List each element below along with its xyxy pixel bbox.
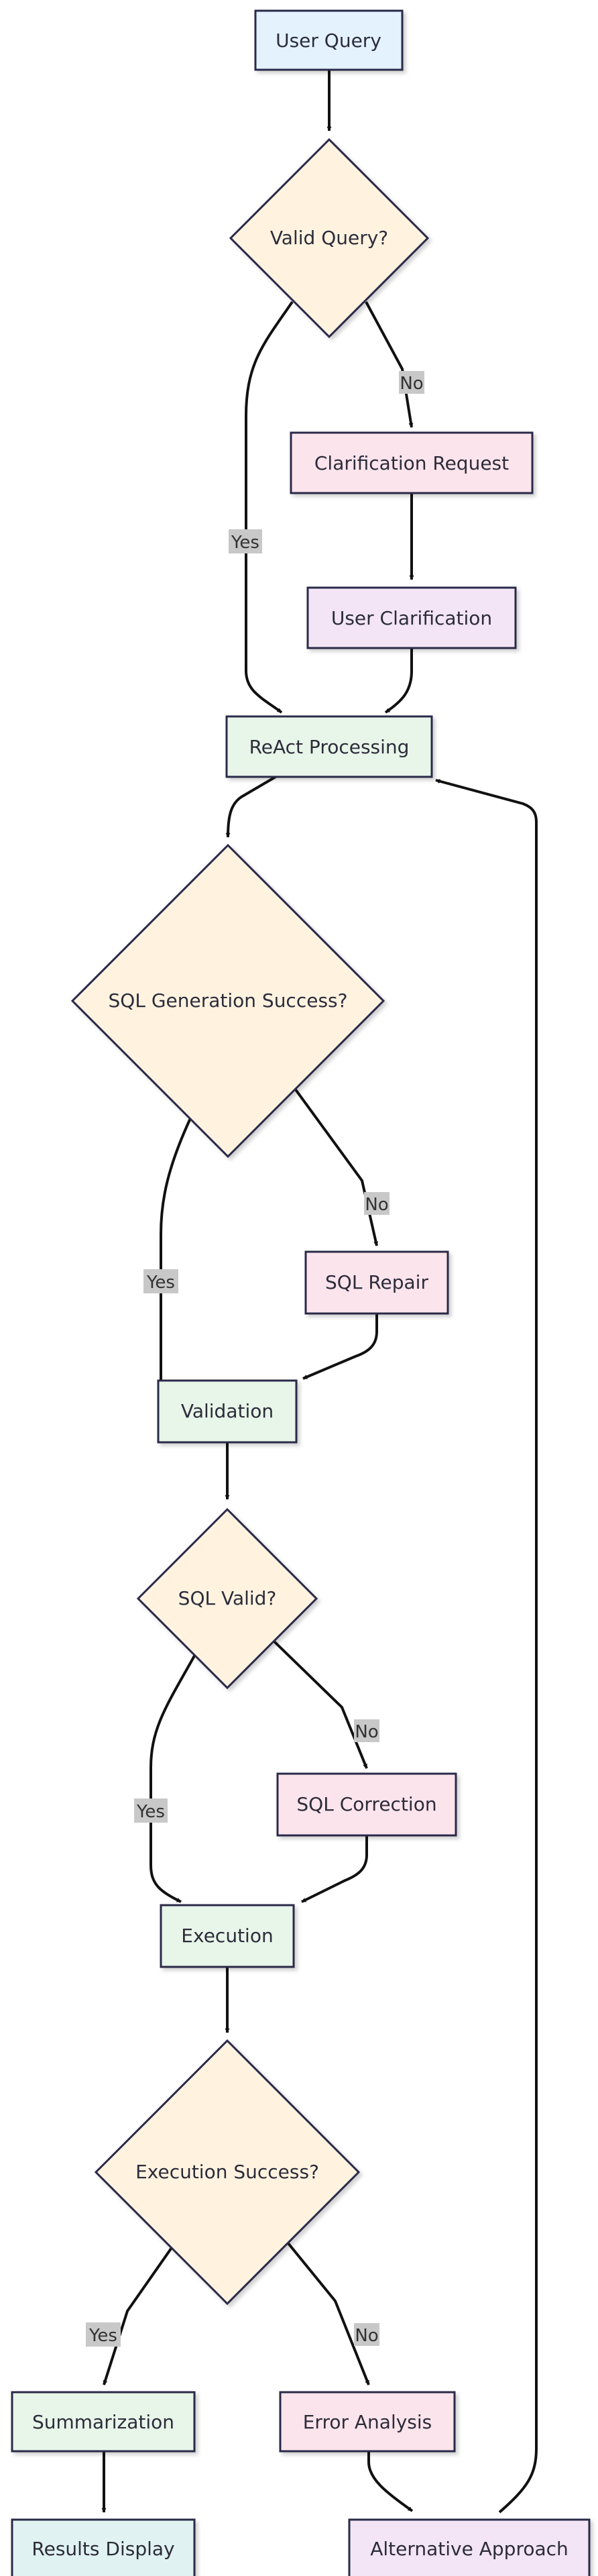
edge-sql-repair-to-validation <box>302 1312 378 1380</box>
node-label: Execution <box>181 1925 273 1947</box>
edge-label-text: Yes <box>146 1273 175 1293</box>
decision-valid-query[interactable]: Valid Query? <box>229 138 430 339</box>
edge-react-to-sql-generation <box>225 773 282 838</box>
node-alternative-approach[interactable]: Alternative Approach <box>348 2518 591 2576</box>
edge-execution-success-no-to-error-analysis <box>284 2238 370 2385</box>
node-error-analysis[interactable]: Error Analysis <box>279 2391 456 2453</box>
node-user-query[interactable]: User Query <box>254 9 404 71</box>
edge-label-text: No <box>355 2326 378 2346</box>
edge-valid-query-to-clarification <box>365 301 414 428</box>
edge-sql-valid-yes-to-execution <box>150 1652 198 1903</box>
edge-label-text: Yes <box>88 2326 117 2346</box>
edge-sql-generation-no-to-repair <box>294 1087 379 1246</box>
node-react-processing[interactable]: ReAct Processing <box>225 715 433 778</box>
edge-error-analysis-to-alternative-approach <box>367 2449 414 2512</box>
node-label: Clarification Request <box>314 452 509 474</box>
decision-sql-generation-success[interactable]: SQL Generation Success? <box>70 843 385 1159</box>
node-label: Execution Success? <box>135 2161 319 2183</box>
node-execution[interactable]: Execution <box>160 1904 295 1968</box>
node-label: User Query <box>276 30 381 52</box>
nodes: User Query Valid Query? Clarification Re… <box>11 9 591 2576</box>
edge-label-sql-valid-no: No <box>354 1719 379 1742</box>
node-label: Error Analysis <box>303 2411 432 2433</box>
decision-execution-success[interactable]: Execution Success? <box>94 2039 361 2306</box>
edges <box>101 56 538 2514</box>
node-label: ReAct Processing <box>249 736 410 758</box>
decision-sql-valid[interactable]: SQL Valid? <box>136 1507 318 1690</box>
node-clarification-request[interactable]: Clarification Request <box>290 431 534 494</box>
edge-label-execution-no: No <box>354 2323 379 2346</box>
edge-alternative-approach-loop-to-react <box>435 779 538 2514</box>
edge-label-text: No <box>365 1195 388 1215</box>
node-label: Alternative Approach <box>370 2538 569 2560</box>
node-label: SQL Correction <box>296 1793 436 1815</box>
edge-label-valid-query-yes: Yes <box>229 529 262 553</box>
node-label: SQL Generation Success? <box>109 989 348 1012</box>
edge-sql-correction-to-execution <box>301 1833 368 1903</box>
node-label: SQL Repair <box>325 1271 428 1293</box>
edge-label-sql-generation-yes: Yes <box>143 1269 178 1293</box>
edge-user-clarification-to-react <box>384 645 413 714</box>
node-results-display[interactable]: Results Display <box>11 2518 196 2576</box>
node-label: Results Display <box>32 2538 174 2560</box>
edge-valid-query-yes-to-react <box>245 301 294 714</box>
edge-label-text: No <box>400 374 423 394</box>
edge-label-execution-yes: Yes <box>86 2322 121 2347</box>
node-user-clarification[interactable]: User Clarification <box>306 586 517 649</box>
node-sql-repair[interactable]: SQL Repair <box>304 1250 449 1315</box>
edge-label-text: Yes <box>231 533 259 553</box>
edge-label-text: Yes <box>136 1802 165 1822</box>
node-label: SQL Valid? <box>178 1587 277 1609</box>
node-summarization[interactable]: Summarization <box>11 2391 196 2453</box>
node-sql-correction[interactable]: SQL Correction <box>276 1772 457 1837</box>
edge-sql-generation-yes-to-validation <box>160 1116 192 1422</box>
node-label: User Clarification <box>331 607 492 629</box>
node-label: Valid Query? <box>270 227 388 249</box>
edge-label-text: No <box>355 1722 378 1742</box>
edge-label-sql-generation-no: No <box>364 1192 390 1215</box>
edge-sql-valid-no-to-correction <box>272 1639 368 1769</box>
node-validation[interactable]: Validation <box>157 1379 298 1444</box>
edge-label-sql-valid-yes: Yes <box>134 1799 168 1823</box>
edge-labels: No Yes No Yes No Yes Yes No <box>86 371 424 2347</box>
edge-label-valid-query-no: No <box>399 371 424 394</box>
node-label: Validation <box>181 1400 274 1422</box>
node-label: Summarization <box>32 2411 174 2433</box>
edge-execution-success-yes-to-summarization <box>103 2243 176 2385</box>
